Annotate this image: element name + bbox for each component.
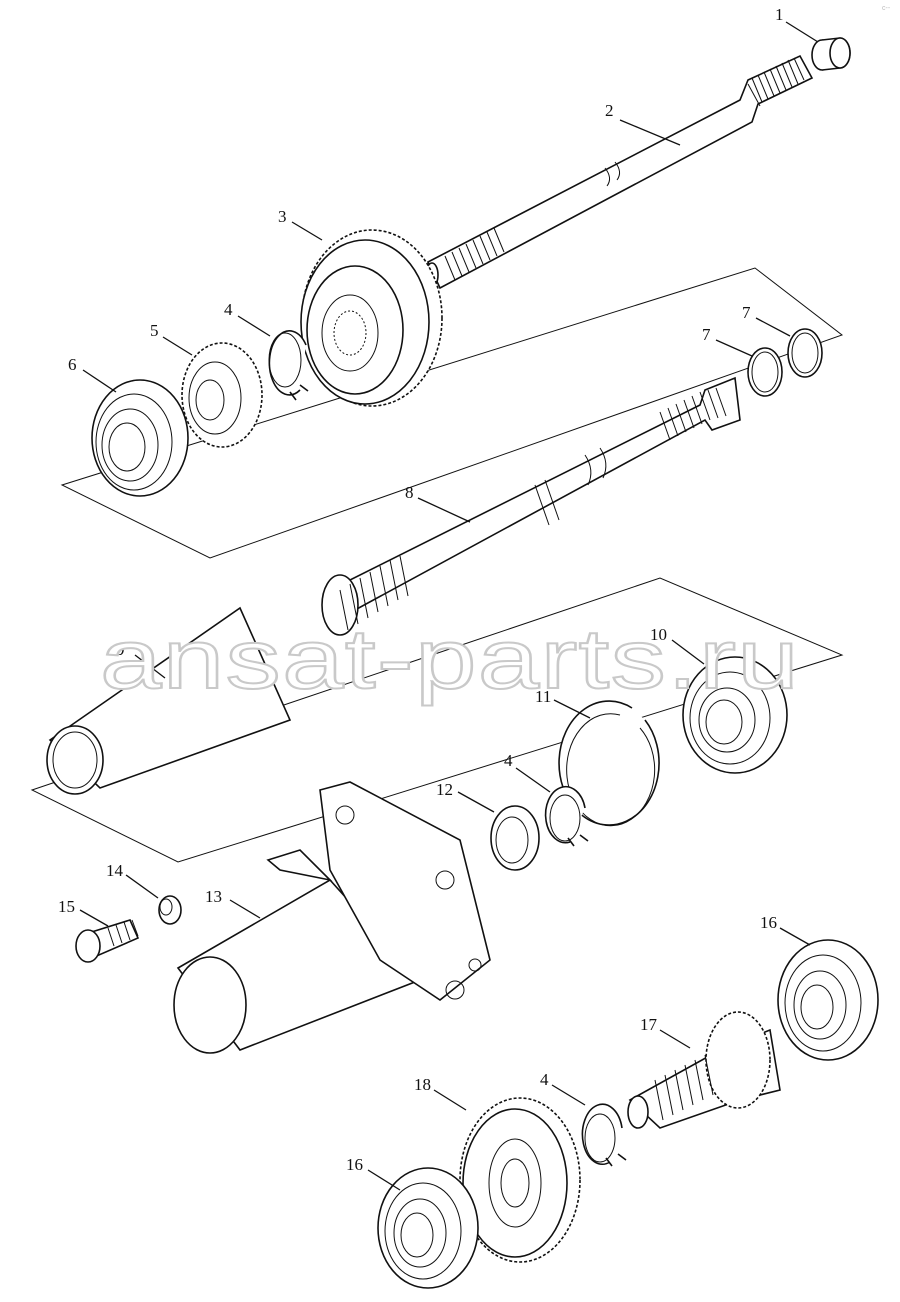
part-4-circlip-lower [581, 1103, 627, 1167]
callout-18: 18 [414, 1075, 431, 1094]
assembly-plane-outlines [30, 267, 844, 863]
callout-9: 9 [116, 640, 125, 659]
part-7-snap-ring-b [787, 328, 823, 378]
callout-10: 10 [650, 625, 667, 644]
callout-4c: 4 [540, 1070, 549, 1089]
part-3-gear [300, 229, 443, 407]
part-14-washer [158, 895, 182, 925]
callout-13: 13 [205, 887, 222, 906]
callout-12: 12 [436, 780, 453, 799]
watermark-text: ansat-parts.ru [100, 612, 800, 706]
callout-15: 15 [58, 897, 75, 916]
part-10-bearing [682, 656, 788, 774]
part-16-bearing-left [377, 1167, 479, 1289]
callout-8: 8 [405, 483, 414, 502]
corner-mark: c-- [882, 5, 891, 12]
part-2-input-shaft [425, 54, 814, 290]
callout-7a: 7 [702, 325, 711, 344]
part-4-circlip-middle [544, 785, 589, 847]
callout-17: 17 [640, 1015, 658, 1034]
callout-11: 11 [535, 687, 551, 706]
part-17-gear-shaft [627, 1011, 781, 1129]
part-5-gear [181, 342, 263, 448]
part-9-tube [46, 606, 292, 795]
callout-7b: 7 [742, 303, 751, 322]
part-4-circlip [268, 330, 309, 401]
callout-4: 4 [224, 300, 233, 319]
shaft-spline-teeth [444, 57, 805, 281]
part-8-main-shaft [321, 376, 741, 636]
callout-leader-lines [79, 21, 819, 1191]
callout-2: 2 [605, 101, 614, 120]
callout-5: 5 [150, 321, 159, 340]
callout-6: 6 [68, 355, 77, 374]
callout-1: 1 [775, 5, 784, 24]
part-15-bolt [75, 919, 140, 963]
part-6-bearing [91, 379, 189, 497]
callout-16a: 16 [760, 913, 777, 932]
callout-4b: 4 [504, 751, 513, 770]
part-1-bushing [811, 37, 851, 71]
part-7-snap-ring-a [747, 347, 783, 397]
part-16-bearing-right [777, 939, 879, 1061]
callout-3: 3 [278, 207, 287, 226]
callout-16b: 16 [346, 1155, 363, 1174]
part-13-housing [173, 781, 491, 1054]
callout-14: 14 [106, 861, 124, 880]
callout-numbers: 1 2 3 4 5 6 7 7 8 9 10 11 4 12 14 13 15 … [58, 5, 784, 1174]
part-12-seal [490, 805, 540, 871]
part-18-gear [459, 1097, 581, 1263]
